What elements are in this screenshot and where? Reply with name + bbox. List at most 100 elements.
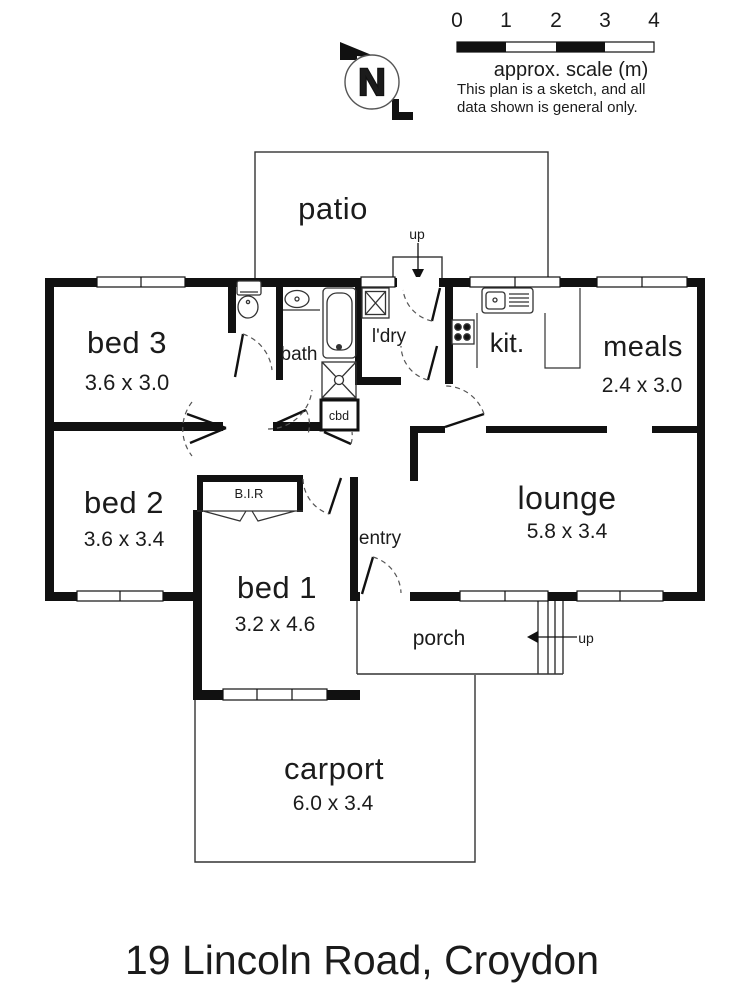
lounge-door-swing <box>444 385 485 415</box>
wall-bed3-bottom <box>45 422 223 431</box>
compass-circle <box>344 54 400 110</box>
windows <box>76 276 688 701</box>
patio-door-opening <box>397 277 439 288</box>
label-entry: entry <box>359 528 402 549</box>
bath-door-swing <box>305 409 311 435</box>
label-bath: bath <box>281 344 318 365</box>
cbd-door-swing <box>350 431 353 445</box>
label-lounge: lounge <box>517 480 616 516</box>
wall-bath-laundry <box>355 287 362 380</box>
compass-north-letter: N <box>358 62 385 104</box>
wc-door-leaf <box>233 333 245 378</box>
scale-bar-segment-1 <box>457 42 506 52</box>
wall-bed1-left <box>193 510 202 700</box>
door-leaves <box>186 287 485 595</box>
laundry-door-swing <box>400 345 429 381</box>
wall-mid-3 <box>652 426 705 433</box>
laundry-tub-icon <box>361 287 390 319</box>
label-bed1-dims: 3.2 x 4.6 <box>235 613 316 636</box>
cbd-closet-box <box>319 398 360 432</box>
doors <box>182 287 485 595</box>
disclaimer-line-1: This plan is a sketch, and all <box>457 81 645 98</box>
label-bed1: bed 1 <box>237 570 317 605</box>
wall-wc-bath <box>276 287 283 380</box>
label-up-porch: up <box>578 630 594 646</box>
hall-door-swing <box>267 389 313 430</box>
wall-lounge-bottom <box>410 592 705 601</box>
window-meals-top <box>596 276 688 288</box>
shower-icon <box>321 361 357 399</box>
vanity-basin-icon <box>283 289 320 311</box>
wall-wc-left <box>228 287 236 333</box>
bath-door-leaf <box>276 408 307 425</box>
walls <box>45 278 705 700</box>
wall-mid-2 <box>486 426 607 433</box>
porch-outline <box>356 600 563 675</box>
kitchen-sink-icon <box>481 287 534 314</box>
bed1-door-swing <box>302 478 330 515</box>
bathtub-icon <box>322 287 357 359</box>
scale-tick-4: 4 <box>648 9 660 32</box>
wall-bir-left <box>197 482 203 512</box>
scale-tick-0: 0 <box>451 9 463 32</box>
toilet-icon <box>236 280 262 319</box>
stair-arrows <box>412 243 577 643</box>
room-labels: patio up bed 3 3.6 x 3.0 bath l'dry kit.… <box>84 191 683 815</box>
compass-flag-bottom-right <box>392 99 413 120</box>
label-meals: meals <box>603 331 683 363</box>
label-bed2-dims: 3.6 x 3.4 <box>84 528 165 551</box>
carport-outline <box>194 675 476 863</box>
label-bed3: bed 3 <box>87 325 167 360</box>
address-title: 19 Lincoln Road, Croydon <box>125 937 599 983</box>
wall-bir-top <box>197 475 303 482</box>
label-porch: porch <box>413 627 466 650</box>
wall-left <box>45 278 54 600</box>
wc-door-swing <box>242 333 273 371</box>
wall-lounge-left <box>410 426 418 481</box>
kitchen-bench <box>476 288 581 369</box>
fixtures <box>236 280 534 399</box>
wall-hall-bottom <box>273 422 358 431</box>
stove-icon <box>451 319 475 345</box>
label-carport-dims: 6.0 x 3.4 <box>293 792 374 815</box>
label-carport: carport <box>284 751 384 786</box>
window-bed2-bottom <box>76 590 164 602</box>
label-kitchen: kit. <box>490 328 525 358</box>
window-bed3-top <box>96 276 186 288</box>
scale-bar: 0 1 2 3 4 approx. scale (m) This plan is… <box>451 9 660 116</box>
porch-up-arrow-head <box>527 631 538 643</box>
label-bed3-dims: 3.6 x 3.0 <box>85 370 169 395</box>
wall-mid-1 <box>410 426 445 433</box>
label-cbd: cbd <box>329 409 349 423</box>
wall-bir-right <box>297 482 303 512</box>
scale-tick-2: 2 <box>550 9 562 32</box>
label-bir: B.I.R <box>235 486 264 501</box>
door-swings <box>182 289 485 594</box>
patio-door-swing <box>402 289 433 322</box>
entry-door-leaf <box>360 556 375 595</box>
wall-kitchen-left <box>445 287 453 384</box>
scale-tick-1: 1 <box>500 9 512 32</box>
bed1-door-leaf <box>327 477 343 515</box>
label-lounge-dims: 5.8 x 3.4 <box>527 520 608 543</box>
window-bed1-bottom <box>222 688 328 701</box>
lounge-door-leaf <box>444 412 485 429</box>
bed3-bed2-door-leaves <box>186 412 227 445</box>
label-up-patio: up <box>409 226 425 242</box>
scale-bar-segment-2 <box>556 42 605 52</box>
disclaimer-line-2: data shown is general only. <box>457 99 638 116</box>
patio-up-arrow-head <box>412 269 424 281</box>
north-compass: N <box>340 42 413 120</box>
laundry-door-leaf <box>426 345 439 381</box>
window-laundry-top <box>360 276 396 288</box>
wall-bed1-right <box>350 477 358 600</box>
patio-door-leaf <box>430 287 442 322</box>
bir-robe-doors <box>197 510 303 522</box>
label-patio: patio <box>298 191 368 226</box>
cbd-door-leaf <box>323 430 352 446</box>
window-kitchen-top <box>469 276 561 288</box>
scale-tick-3: 3 <box>599 9 611 32</box>
label-laundry: l'dry <box>372 326 407 347</box>
